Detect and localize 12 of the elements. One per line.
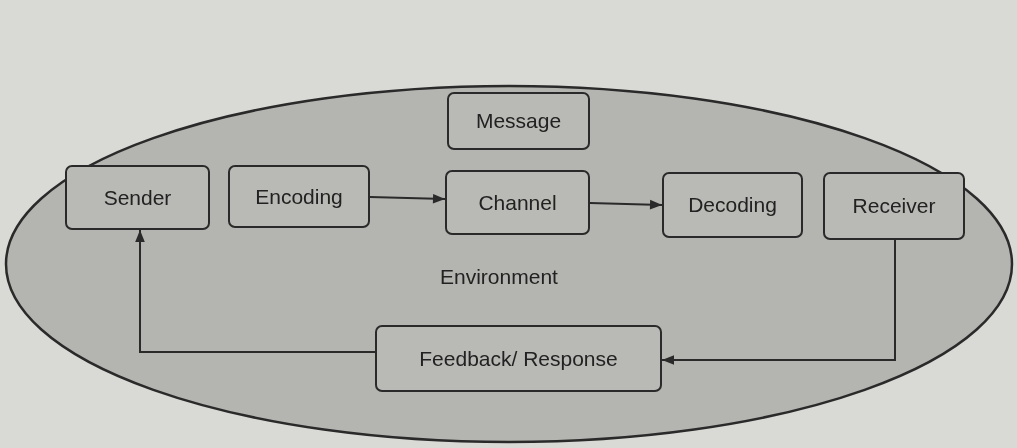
arrow [589, 199, 663, 210]
process-box: Channel [445, 170, 590, 235]
process-box: Feedback/ Response [375, 325, 662, 392]
process-box: Decoding [662, 172, 803, 238]
process-box: Receiver [823, 172, 965, 240]
process-box: Message [447, 92, 590, 150]
environment-label: Environment [440, 265, 558, 289]
process-box: Encoding [228, 165, 370, 228]
arrow [661, 239, 896, 365]
arrow [135, 229, 376, 353]
arrow [369, 193, 446, 204]
process-box: Sender [65, 165, 210, 230]
